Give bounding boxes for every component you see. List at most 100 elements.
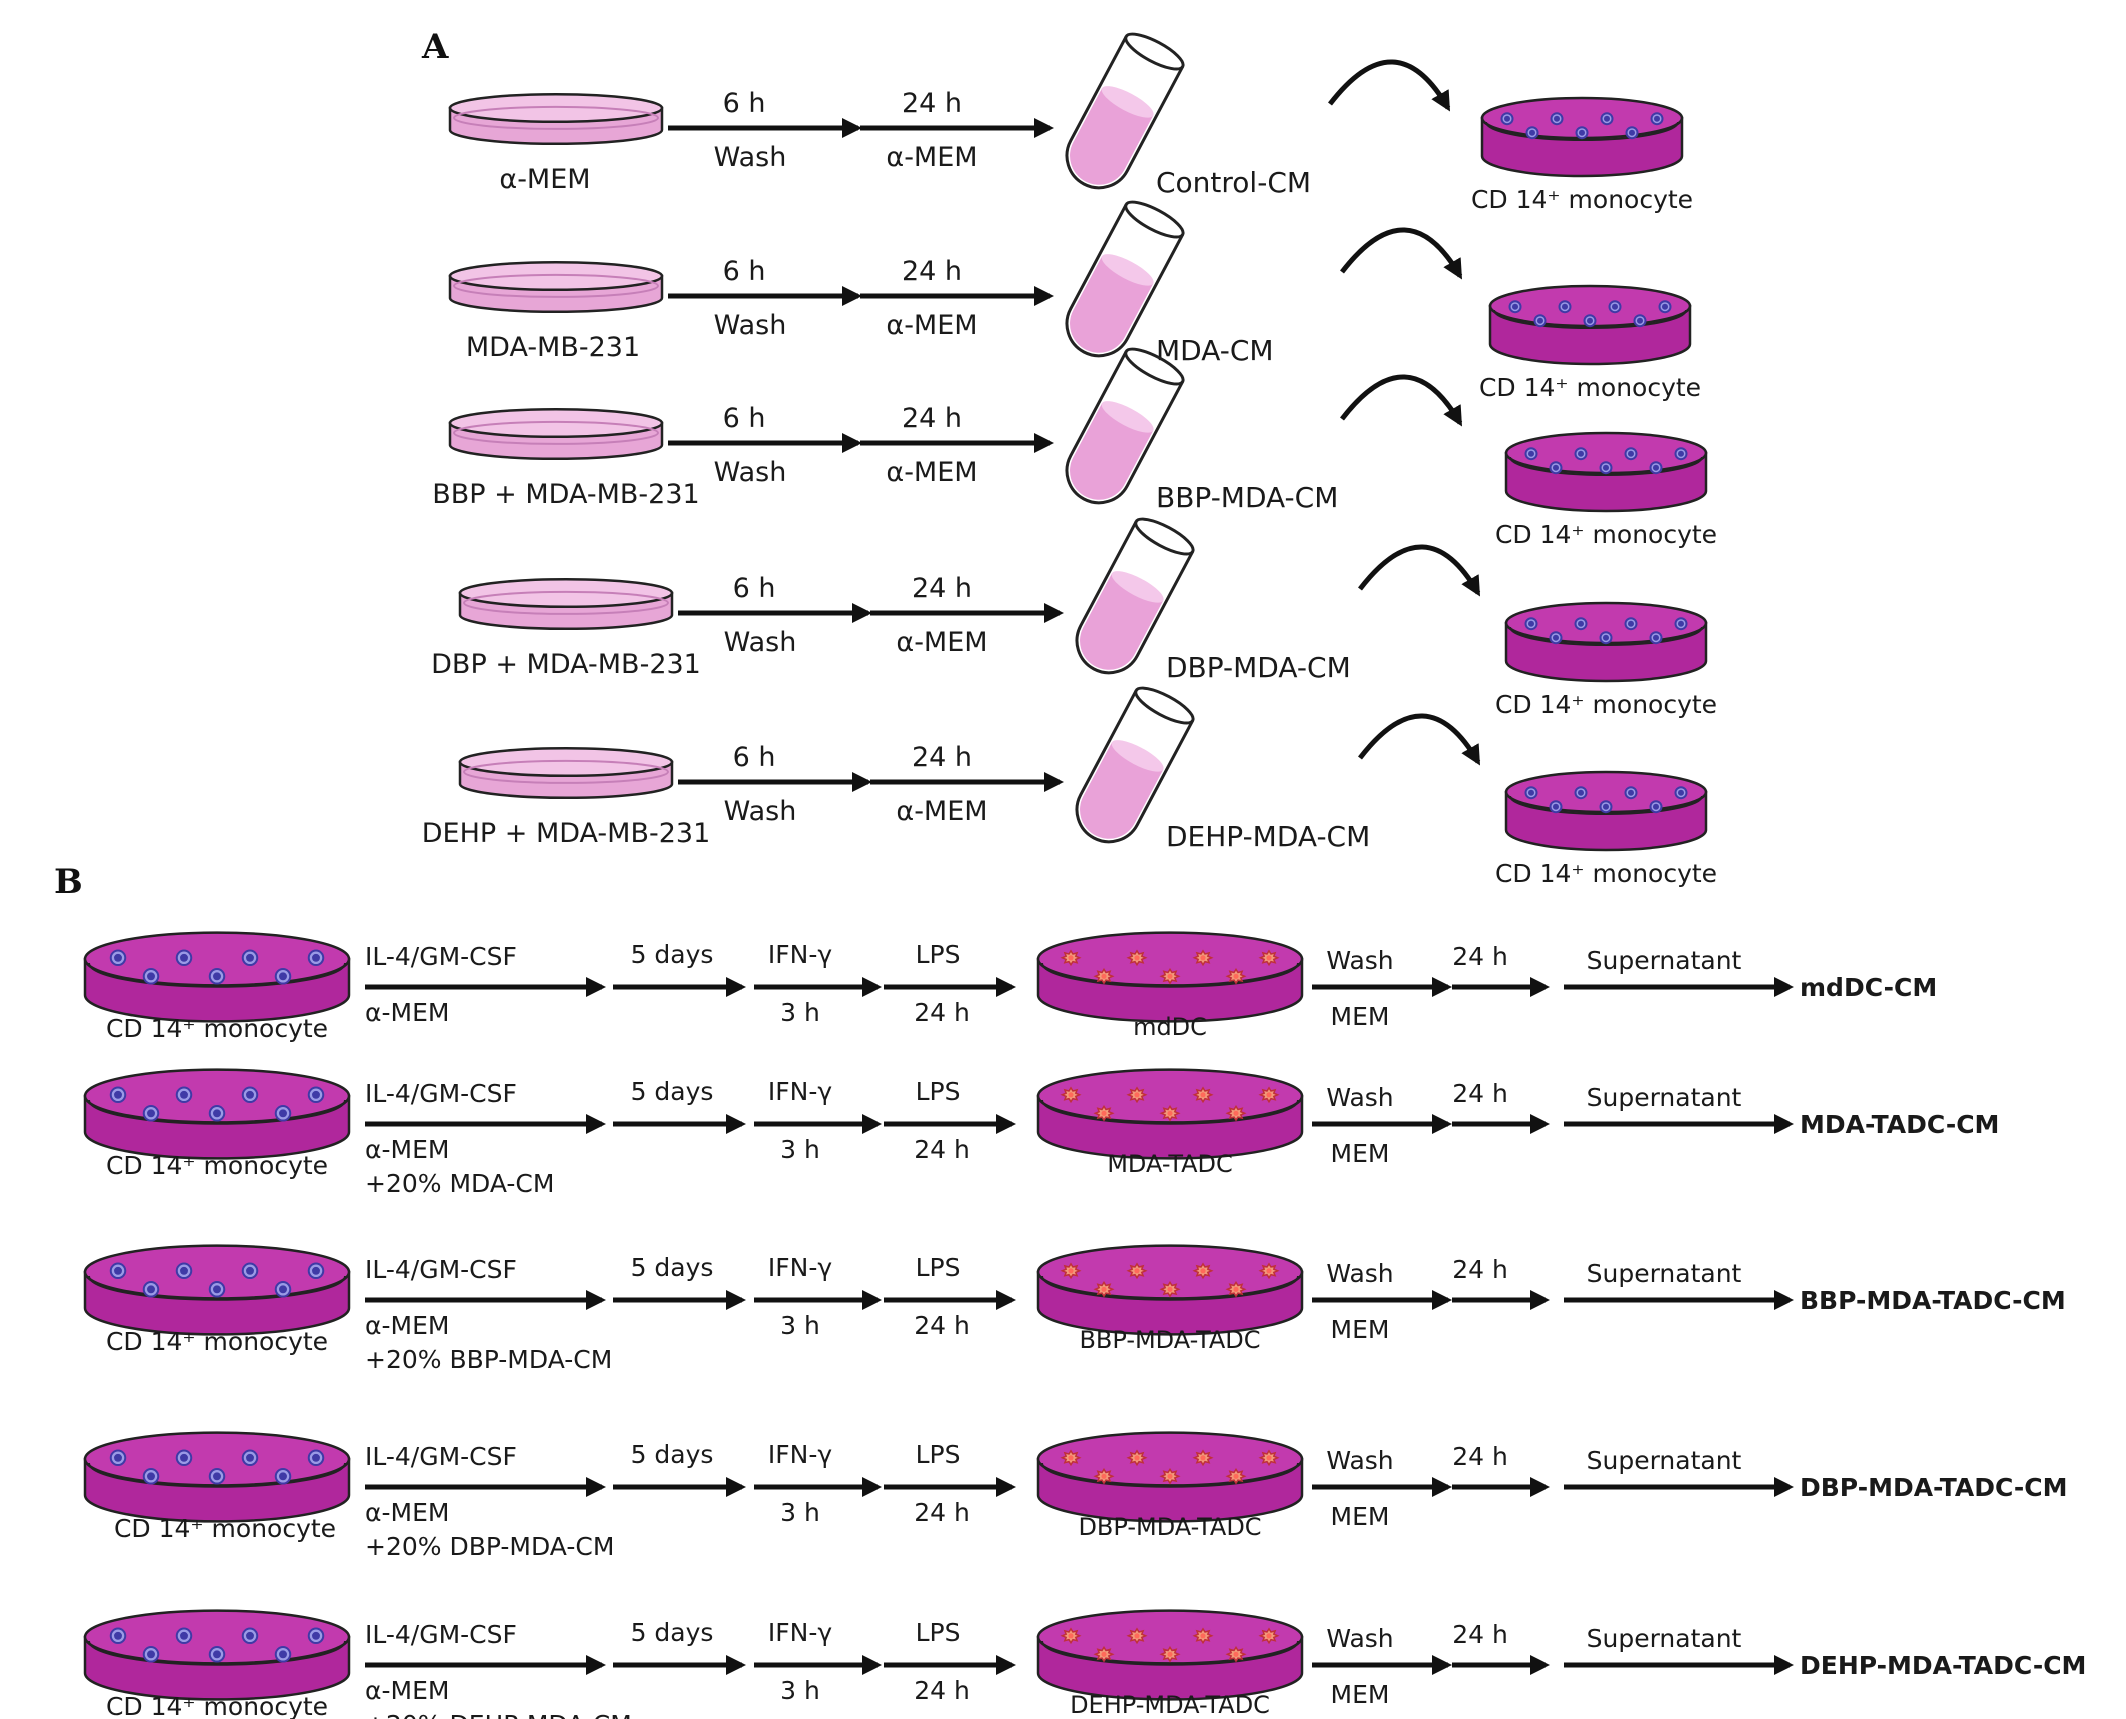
- wash-medium-label: MEM: [1331, 1002, 1390, 1031]
- monocyte-dish-label: CD 14⁺ monocyte: [106, 1014, 328, 1043]
- ifn-label: IFN-γ: [768, 1440, 832, 1469]
- product-label: DBP-MDA-TADC-CM: [1800, 1473, 2067, 1502]
- source-dish-label: DEHP + MDA-MB-231: [422, 818, 711, 849]
- dendritic-cell-dish: [1036, 1068, 1304, 1160]
- ifn-duration-label: 3 h: [780, 998, 820, 1027]
- conditioned-supplement-label: +20% MDA-CM: [365, 1169, 554, 1198]
- source-dish-label: MDA-MB-231: [466, 332, 640, 363]
- culture-duration-label: 5 days: [631, 1077, 714, 1106]
- target-dish-label: CD 14⁺ monocyte: [1495, 690, 1717, 719]
- base-medium-label: α-MEM: [365, 998, 449, 1027]
- ifn-label: IFN-γ: [768, 1077, 832, 1106]
- cytokine-label: IL-4/GM-CSF: [365, 1079, 517, 1108]
- wash-label: Wash: [1326, 1446, 1393, 1475]
- cytokine-label: IL-4/GM-CSF: [365, 942, 517, 971]
- source-dish: [458, 746, 674, 800]
- transfer-arrow: [1328, 59, 1451, 112]
- step1-time: 6 h: [723, 88, 766, 119]
- source-dish: [458, 577, 674, 631]
- step1-action: Wash: [724, 796, 797, 827]
- source-dish-label: BBP + MDA-MB-231: [432, 479, 699, 510]
- monocyte-dish: [83, 1068, 351, 1160]
- dendritic-cell-label: DEHP-MDA-TADC: [1070, 1691, 1270, 1719]
- conditioned-medium-tube: [1065, 32, 1185, 190]
- wash-label: Wash: [1326, 1259, 1393, 1288]
- monocyte-dish-label: CD 14⁺ monocyte: [106, 1327, 328, 1356]
- conditioned-medium-tube: [1065, 347, 1185, 505]
- lps-duration-label: 24 h: [914, 1498, 970, 1527]
- monocyte-dish: [83, 931, 351, 1023]
- transfer-arrow: [1358, 713, 1481, 766]
- wash-medium-label: MEM: [1331, 1502, 1390, 1531]
- ifn-label: IFN-γ: [768, 1618, 832, 1647]
- incubation-duration-label: 24 h: [1452, 1442, 1508, 1471]
- product-label: BBP-MDA-TADC-CM: [1800, 1286, 2066, 1315]
- dendritic-cell-label: DBP-MDA-TADC: [1078, 1513, 1261, 1541]
- conditioned-medium-label: Control-CM: [1156, 166, 1311, 199]
- lps-label: LPS: [916, 940, 961, 969]
- step2-medium: α-MEM: [896, 796, 987, 827]
- wash-medium-label: MEM: [1331, 1139, 1390, 1168]
- step2-time: 24 h: [912, 742, 972, 773]
- target-monocyte-dish: [1504, 431, 1708, 513]
- monocyte-dish: [83, 1244, 351, 1336]
- panel-b-row: CD 14⁺ monocyte IL-4/GM-CSF α-MEM +20% MDA-…: [83, 1068, 1999, 1198]
- step2-medium: α-MEM: [896, 627, 987, 658]
- transfer-arrow: [1340, 227, 1463, 280]
- base-medium-label: α-MEM: [365, 1311, 449, 1340]
- dendritic-cell-label: BBP-MDA-TADC: [1079, 1326, 1260, 1354]
- step2-time: 24 h: [902, 88, 962, 119]
- target-monocyte-dish: [1504, 770, 1708, 852]
- ifn-label: IFN-γ: [768, 1253, 832, 1282]
- supernatant-label: Supernatant: [1587, 1083, 1742, 1112]
- step1-time: 6 h: [723, 256, 766, 287]
- lps-duration-label: 24 h: [914, 1311, 970, 1340]
- product-label: mdDC-CM: [1800, 973, 1937, 1002]
- transfer-arrow: [1358, 544, 1481, 597]
- lps-label: LPS: [916, 1618, 961, 1647]
- lps-duration-label: 24 h: [914, 1135, 970, 1164]
- monocyte-dish-label: CD 14⁺ monocyte: [114, 1514, 336, 1543]
- panel-a: α-MEM 6 h Wash 24 h α-MEM Control-CM CD 14⁺ mo…: [422, 32, 1717, 888]
- conditioned-medium-tube: [1075, 686, 1195, 844]
- cytokine-label: IL-4/GM-CSF: [365, 1620, 517, 1649]
- target-monocyte-dish: [1488, 284, 1692, 366]
- source-dish-label: DBP + MDA-MB-231: [431, 649, 701, 680]
- conditioned-medium-label: DEHP-MDA-CM: [1166, 820, 1370, 853]
- supernatant-label: Supernatant: [1587, 1259, 1742, 1288]
- step1-time: 6 h: [723, 403, 766, 434]
- step2-medium: α-MEM: [886, 310, 977, 341]
- base-medium-label: α-MEM: [365, 1498, 449, 1527]
- step2-time: 24 h: [902, 256, 962, 287]
- conditioned-supplement-label: +20% BBP-MDA-CM: [365, 1345, 612, 1374]
- step1-action: Wash: [714, 142, 787, 173]
- monocyte-dish-label: CD 14⁺ monocyte: [106, 1151, 328, 1180]
- step1-action: Wash: [714, 310, 787, 341]
- incubation-duration-label: 24 h: [1452, 1620, 1508, 1649]
- ifn-label: IFN-γ: [768, 940, 832, 969]
- wash-label: Wash: [1326, 1083, 1393, 1112]
- lps-duration-label: 24 h: [914, 1676, 970, 1705]
- step2-time: 24 h: [902, 403, 962, 434]
- ifn-duration-label: 3 h: [780, 1135, 820, 1164]
- panel-a-label: A: [421, 27, 449, 67]
- step1-action: Wash: [724, 627, 797, 658]
- base-medium-label: α-MEM: [365, 1135, 449, 1164]
- ifn-duration-label: 3 h: [780, 1498, 820, 1527]
- wash-medium-label: MEM: [1331, 1315, 1390, 1344]
- dendritic-cell-dish: [1036, 1431, 1304, 1523]
- panel-b-row: CD 14⁺ monocyte IL-4/GM-CSF α-MEM 5 days IFN…: [83, 931, 1937, 1043]
- dendritic-cell-dish: [1036, 1609, 1304, 1701]
- lps-label: LPS: [916, 1440, 961, 1469]
- source-dish: [448, 260, 664, 314]
- culture-duration-label: 5 days: [631, 940, 714, 969]
- transfer-arrow: [1340, 374, 1463, 427]
- culture-duration-label: 5 days: [631, 1440, 714, 1469]
- wash-label: Wash: [1326, 1624, 1393, 1653]
